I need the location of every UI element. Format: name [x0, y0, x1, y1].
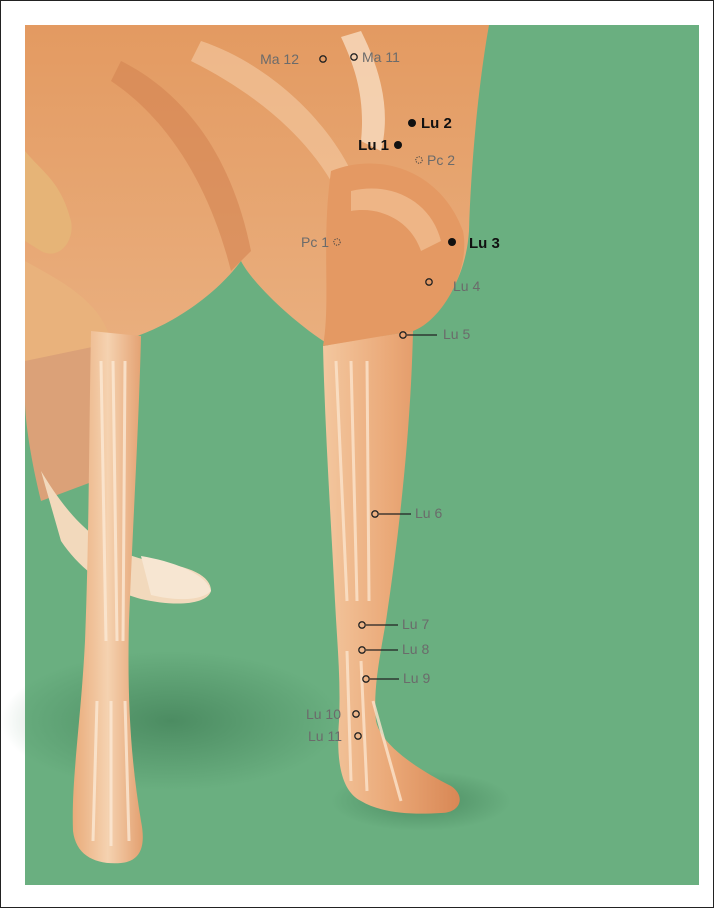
point-label-pc-2: Pc 2: [427, 152, 455, 168]
point-label-lu-9: Lu 9: [403, 670, 430, 686]
shadow-left: [1, 651, 341, 791]
point-label-lu-8: Lu 8: [402, 641, 429, 657]
point-label-lu-11: Lu 11: [308, 728, 342, 744]
point-label-lu-4: Lu 4: [453, 278, 480, 294]
point-label-lu-1: Lu 1: [358, 137, 389, 154]
point-label-lu-7: Lu 7: [402, 616, 429, 632]
point-label-lu-2: Lu 2: [421, 115, 452, 132]
point-label-ma-11: Ma 11: [362, 49, 400, 65]
point-marker-lu-2: [408, 119, 416, 127]
point-label-lu-10: Lu 10: [306, 706, 341, 722]
point-label-lu-5: Lu 5: [443, 326, 470, 342]
point-marker-lu-1: [394, 141, 402, 149]
point-label-pc-1: Pc 1: [301, 234, 329, 250]
point-label-lu-3: Lu 3: [469, 235, 500, 252]
point-label-ma-12: Ma 12: [260, 51, 299, 67]
point-marker-lu-3: [448, 238, 456, 246]
point-label-lu-6: Lu 6: [415, 505, 442, 521]
